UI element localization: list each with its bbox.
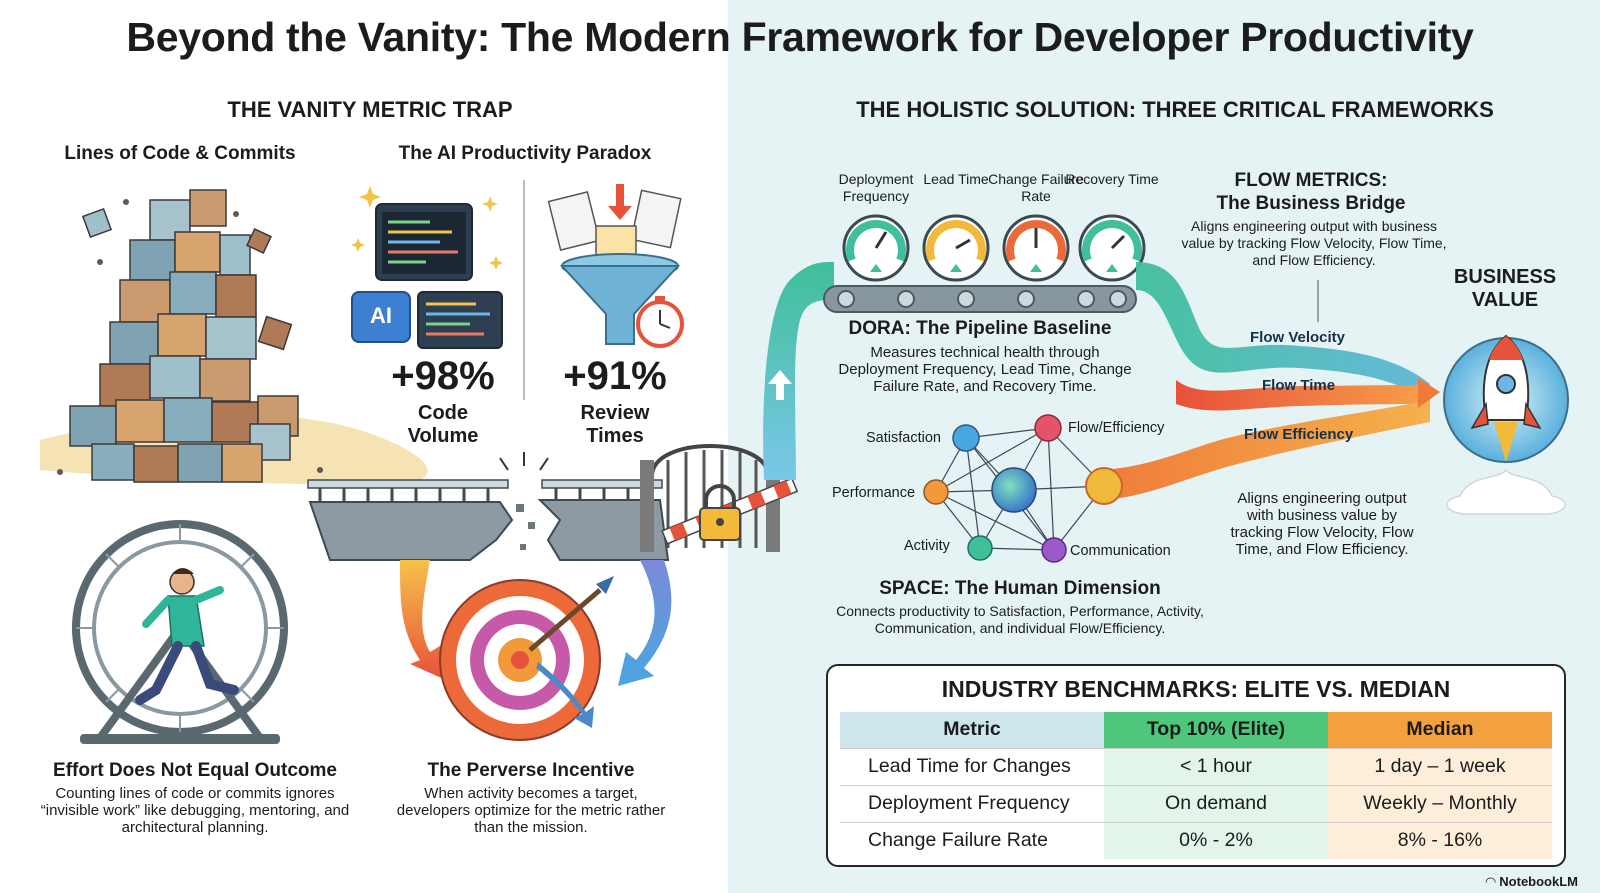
elite-cell: 0% - 2% — [1104, 821, 1328, 859]
space-node-activity: Activity — [904, 538, 950, 554]
table-row: Lead Time for Changes < 1 hour 1 day – 1… — [840, 747, 1552, 785]
flow-title-line1: FLOW METRICS: — [1234, 170, 1388, 191]
space-node-satisfaction: Satisfaction — [866, 430, 941, 446]
ai-badge: AI — [370, 303, 392, 328]
flow-time-label: Flow Time — [1262, 377, 1336, 394]
review-times-label: Review Times — [580, 402, 650, 447]
page-title: Beyond the Vanity: The Modern Framework … — [126, 14, 1474, 60]
review-funnel-illustration — [547, 184, 684, 348]
column-header-median: Median — [1328, 712, 1552, 748]
perverse-incentive-description: When activity becomes a target, develope… — [396, 785, 666, 836]
column-header-elite: Top 10% (Elite) — [1104, 712, 1328, 748]
arrow-to-target-right — [618, 560, 672, 686]
gauge-label-deployment-frequency: Deployment Frequency — [838, 171, 914, 204]
space-description: Connects productivity to Satisfaction, P… — [836, 603, 1204, 636]
table-row: Deployment Frequency On demand Weekly – … — [840, 784, 1552, 822]
effort-description: Counting lines of code or commits ignore… — [40, 785, 350, 836]
arrow-to-target-left — [400, 560, 446, 680]
gauge-label-change-failure-rate: Change Failure Rate — [988, 171, 1084, 204]
median-cell: Weekly – Monthly — [1328, 784, 1552, 822]
flow-velocity-label: Flow Velocity — [1250, 329, 1346, 346]
code-volume-stat: +98% — [391, 354, 495, 398]
dora-description: Measures technical health through Deploy… — [838, 344, 1132, 395]
locked-gate-illustration — [640, 444, 799, 552]
holistic-solution-heading: THE HOLISTIC SOLUTION: THREE CRITICAL FR… — [856, 97, 1494, 122]
space-node-communication: Communication — [1070, 543, 1171, 559]
vanity-trap-heading: THE VANITY METRIC TRAP — [227, 97, 513, 122]
space-network-illustration — [923, 414, 1123, 563]
benchmarks-header-row: Metric Top 10% (Elite) Median — [840, 712, 1552, 748]
rocket-business-value-illustration — [1443, 334, 1569, 515]
space-node-flow-efficiency: Flow/Efficiency — [1068, 420, 1165, 436]
flow-description-secondary: Aligns engineering output with business … — [1230, 490, 1414, 558]
elite-cell: On demand — [1104, 784, 1328, 822]
crumbling-block-tower — [40, 189, 428, 485]
space-title: SPACE: The Human Dimension — [879, 578, 1161, 599]
gauge-label-lead-time: Lead Time — [923, 171, 989, 187]
flow-streams-illustration — [1094, 262, 1440, 500]
business-value-label: BUSINESS VALUE — [1453, 266, 1557, 311]
dora-title: DORA: The Pipeline Baseline — [848, 318, 1112, 339]
hamster-wheel-runner-illustration — [72, 520, 288, 744]
elite-cell: < 1 hour — [1104, 747, 1328, 785]
flow-efficiency-label: Flow Efficiency — [1244, 426, 1354, 443]
ai-paradox-subtitle: The AI Productivity Paradox — [398, 143, 652, 164]
broken-bridge-illustration — [307, 452, 670, 561]
effort-caption: Effort Does Not Equal Outcome — [53, 760, 337, 781]
loc-subtitle: Lines of Code & Commits — [64, 143, 296, 164]
space-node-performance: Performance — [832, 485, 916, 501]
median-cell: 1 day – 1 week — [1328, 747, 1552, 785]
metric-cell: Change Failure Rate — [840, 821, 1104, 859]
median-cell: 8% - 16% — [1328, 821, 1552, 859]
perverse-incentive-caption: The Perverse Incentive — [427, 760, 635, 781]
notebooklm-watermark: ◠ NotebookLM — [1486, 874, 1578, 890]
code-volume-label: Code Volume — [407, 402, 479, 447]
gauge-label-recovery-time: Recovery Time — [1065, 171, 1159, 187]
metric-cell: Deployment Frequency — [840, 784, 1104, 822]
notebooklm-logo-icon: ◠ — [1485, 874, 1496, 889]
notebooklm-label: NotebookLM — [1499, 874, 1578, 889]
dora-pipeline-illustration — [763, 214, 1146, 480]
review-times-stat: +91% — [563, 354, 667, 398]
flow-description: Aligns engineering output with business … — [1181, 218, 1447, 268]
ai-code-screens-illustration — [351, 186, 503, 349]
table-row: Change Failure Rate 0% - 2% 8% - 16% — [840, 821, 1552, 859]
column-header-metric: Metric — [840, 712, 1104, 748]
flow-title-line2: The Business Bridge — [1216, 193, 1406, 214]
benchmarks-title: INDUSTRY BENCHMARKS: ELITE VS. MEDIAN — [941, 676, 1451, 702]
bullseye-target-illustration — [439, 576, 614, 741]
metric-cell: Lead Time for Changes — [840, 747, 1104, 785]
benchmarks-table: Metric Top 10% (Elite) Median Lead Time … — [840, 712, 1552, 859]
